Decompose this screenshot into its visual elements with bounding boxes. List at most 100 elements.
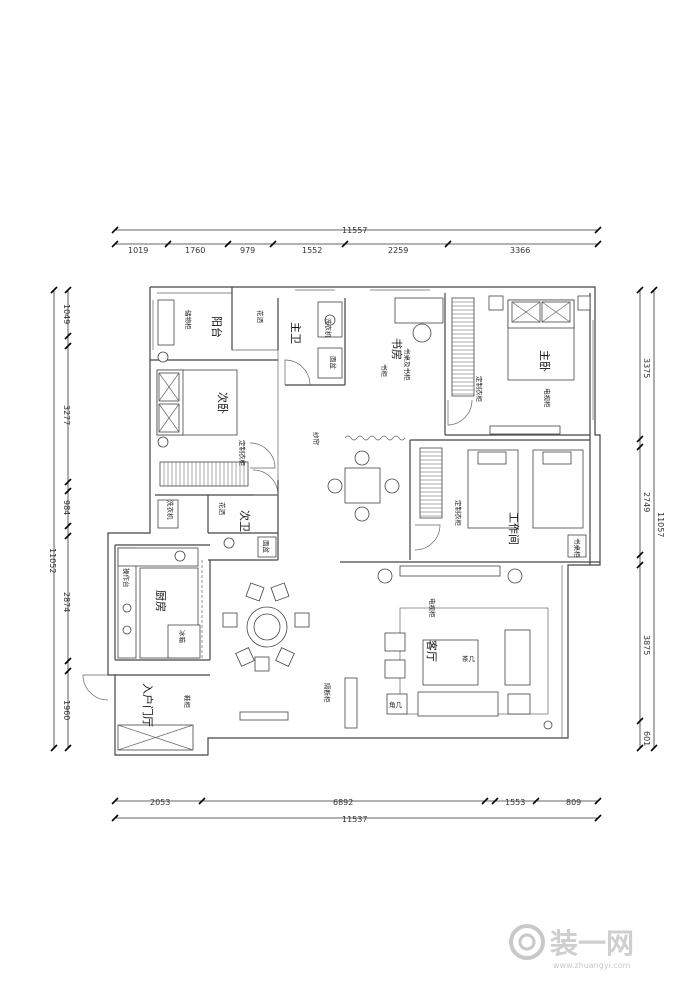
dim-left-1: 1049 xyxy=(62,304,71,324)
label-partition: 隔断柜 xyxy=(323,683,332,703)
yarn-curtain xyxy=(344,435,406,441)
label-side-table: 角几 xyxy=(389,700,403,709)
master-tv-cabinet xyxy=(489,425,561,435)
label-basin-master: 面盆 xyxy=(329,356,338,370)
watermark-url: www.zhuangyi.com xyxy=(553,961,631,970)
dim-top-2: 1760 xyxy=(185,246,205,255)
watermark-logo-icon xyxy=(509,924,545,960)
study-desk xyxy=(394,297,444,324)
label-yarn-curtain: 纱帘 xyxy=(312,432,321,446)
dim-left-total: 11052 xyxy=(48,548,57,573)
balcony-cabinet xyxy=(157,299,175,346)
dim-top-5: 2259 xyxy=(388,246,408,255)
right-dimension-lines xyxy=(636,286,658,752)
study-chair xyxy=(412,323,432,343)
second-basin xyxy=(257,536,277,558)
wardrobe-study xyxy=(451,297,475,397)
work-beds xyxy=(467,449,584,529)
stove-burner-icon xyxy=(122,603,132,613)
second-toilet xyxy=(223,537,235,549)
dim-bottom-1: 2053 xyxy=(150,798,170,807)
living-sofa-set xyxy=(384,607,549,717)
left-dimension-lines xyxy=(50,286,72,752)
flower-right-icon xyxy=(507,568,523,584)
work-shelf xyxy=(567,534,587,558)
label-living: 客厅 xyxy=(425,640,439,662)
label-tv-master: 电视柜 xyxy=(543,388,552,408)
dim-left-2: 3277 xyxy=(62,405,71,425)
label-wardrobe-second: 定制衣柜 xyxy=(238,440,247,467)
label-second-bath: 次卫 xyxy=(238,510,252,532)
label-washer-second: 洗衣机 xyxy=(166,500,175,520)
sink-icon xyxy=(174,550,186,562)
stove-burner-icon-2 xyxy=(122,625,132,635)
second-bed xyxy=(156,369,238,436)
entry-door xyxy=(82,674,109,701)
dim-right-1: 3375 xyxy=(642,358,651,378)
partition-cabinet xyxy=(344,677,358,729)
round-dining-table xyxy=(222,582,310,672)
dim-top-3: 979 xyxy=(240,246,255,255)
label-wardrobe-work: 定制衣柜 xyxy=(454,500,463,527)
label-shoe-cabinet: 鞋柜 xyxy=(183,695,192,709)
balcony-plant xyxy=(157,351,169,363)
wardrobe-hatching xyxy=(163,301,474,517)
label-desk-lamp: 书桌柜 xyxy=(573,538,582,558)
label-master-bedroom: 主卧 xyxy=(538,350,551,372)
label-desk: 书桌及书柜 xyxy=(403,348,412,381)
label-fridge: 冰箱 xyxy=(178,630,187,644)
label-coffee-table: 茶几 xyxy=(462,654,476,663)
dim-left-3: 984 xyxy=(62,500,71,515)
master-toilet xyxy=(324,314,336,326)
dim-bottom-2: 6892 xyxy=(333,798,353,807)
dim-top-4: 1552 xyxy=(302,246,322,255)
master-bed xyxy=(488,295,591,381)
dim-bottom-4: 809 xyxy=(566,798,581,807)
label-shower-second: 花洒 xyxy=(218,502,227,516)
kitchen-counter-top xyxy=(117,547,199,567)
dim-top-1: 1019 xyxy=(128,246,148,255)
label-kitchen: 厨房 xyxy=(154,590,167,612)
work-door xyxy=(414,524,441,551)
master-door xyxy=(447,399,473,426)
small-dining-table xyxy=(327,450,400,522)
label-entry: 入户门厅 xyxy=(141,683,155,727)
label-study: 书房 xyxy=(390,338,403,360)
watermark: 装一网 www.zhuangyi.com xyxy=(505,920,680,984)
living-plant-icon xyxy=(543,720,553,730)
flower-left-icon xyxy=(377,568,393,584)
dim-right-3: 3875 xyxy=(642,635,651,655)
dim-bottom-total: 11537 xyxy=(342,815,367,824)
entry-bench xyxy=(239,711,289,721)
bottom-dimension-lines xyxy=(111,797,602,822)
label-master-bath: 主卫 xyxy=(289,322,302,344)
label-balcony-cabinet: 储物柜 xyxy=(184,310,193,330)
fridge xyxy=(167,624,201,659)
dim-top-6: 3366 xyxy=(510,246,530,255)
wardrobe-workroom xyxy=(419,447,443,519)
second-washer xyxy=(157,499,179,529)
label-washer-master: 洗衣机 xyxy=(324,318,333,338)
top-dimension-lines xyxy=(111,226,602,248)
label-workroom: 工作间 xyxy=(507,512,520,545)
master-bath-door xyxy=(284,359,311,386)
dim-top-total: 11557 xyxy=(342,226,367,235)
dim-right-4: 601 xyxy=(642,731,651,746)
dim-left-5: 1960 xyxy=(62,700,71,720)
second-bedroom-lamp xyxy=(157,436,169,448)
label-second-bedroom: 次卧 xyxy=(216,392,230,414)
watermark-brand: 装一网 xyxy=(550,927,634,960)
dim-right-total: 11057 xyxy=(656,512,665,537)
dim-right-2: 2749 xyxy=(642,492,651,512)
label-balcony: 阳台 xyxy=(210,316,224,338)
dim-left-4: 2874 xyxy=(62,592,71,612)
master-basin xyxy=(317,347,343,379)
label-basin-second: 面盆 xyxy=(262,540,271,554)
dim-bottom-3: 1553 xyxy=(505,798,525,807)
tv-cabinet-long xyxy=(399,565,501,577)
label-shower-master: 花洒 xyxy=(256,310,265,324)
label-wardrobe-study: 定制衣柜 xyxy=(475,376,484,403)
label-tv-living: 电视柜 xyxy=(428,598,437,618)
second-bedroom-door xyxy=(249,442,276,469)
